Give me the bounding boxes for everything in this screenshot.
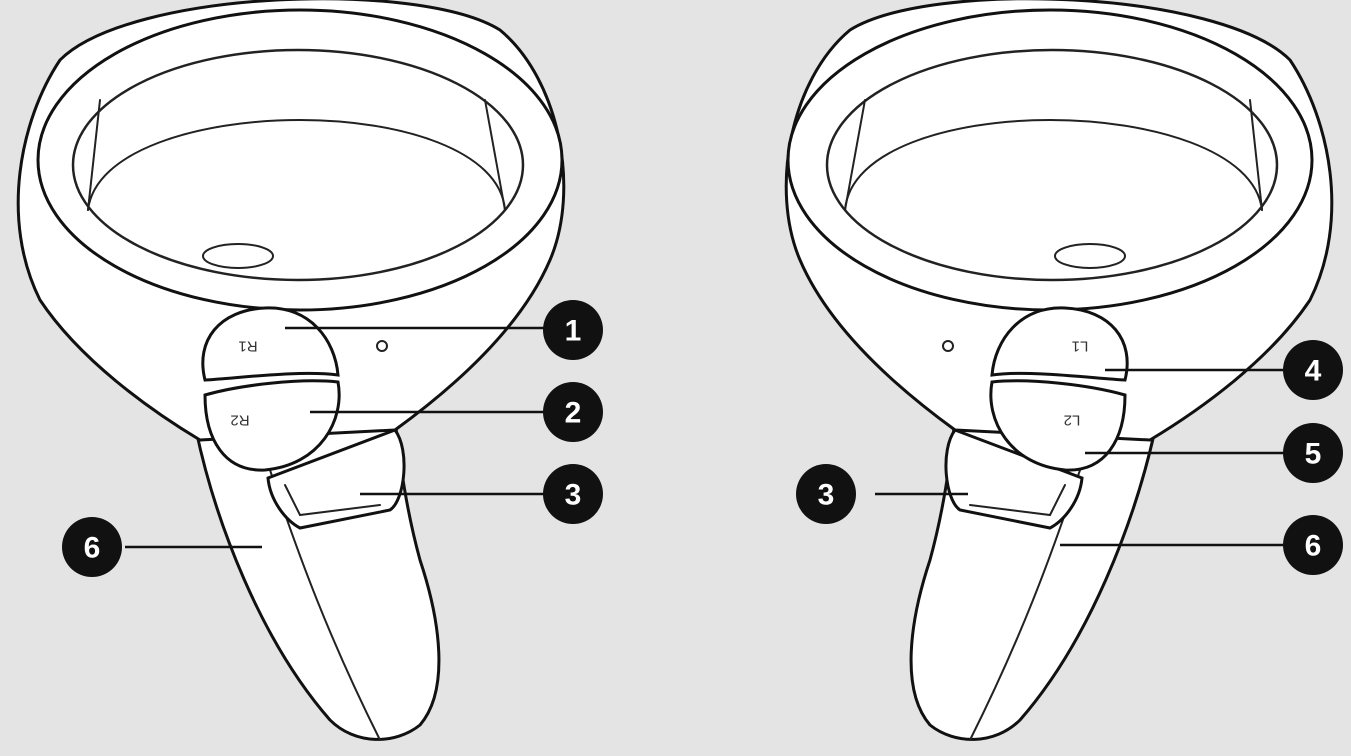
callout-6-left: 6 [1283,515,1343,575]
callout-5-number: 5 [1305,438,1322,471]
right-top-button-label: R1 [238,338,257,355]
left-tracking-ring-inner [825,48,1279,282]
left-top-button-label: L1 [1072,338,1089,355]
right-ring-nub [202,243,274,269]
left-trigger-window [969,484,1066,517]
left-sensor-dot [942,340,954,352]
callout-3-left-number: 3 [818,479,835,512]
right-bottom-button-label: R2 [230,412,249,429]
left-ring-edge-right [1249,99,1263,211]
left-controller-trigger[interactable] [944,428,1084,530]
callout-6-right: 6 [62,517,122,577]
right-tracking-ring-inner [71,48,525,282]
callout-3-right: 3 [543,464,603,524]
right-sensor-dot [376,340,388,352]
callout-4: 4 [1283,340,1343,400]
callout-4-number: 4 [1305,355,1322,388]
left-ring-rim [844,118,1263,211]
callout-6-right-number: 6 [84,532,101,565]
right-trigger-window [284,484,381,517]
left-controller-bottom-button[interactable]: L2 [989,379,1127,472]
left-controller-top-button[interactable]: L1 [990,306,1129,382]
right-ring-rim [87,118,506,211]
callout-5: 5 [1283,423,1343,483]
left-ring-nub [1054,243,1126,269]
callout-1: 1 [543,300,603,360]
callout-2-number: 2 [565,397,582,430]
callout-1-number: 1 [565,315,582,348]
right-controller-trigger[interactable] [266,428,406,530]
callout-3-right-number: 3 [565,479,582,512]
right-controller: R1 R2 [16,0,566,741]
callout-6-left-number: 6 [1305,530,1322,563]
right-ring-edge-left [87,99,101,211]
left-ring-edge-left [844,99,866,211]
right-ring-edge-right [484,99,506,211]
callout-3-left: 3 [796,464,856,524]
left-bottom-button-label: L2 [1064,412,1081,429]
leader-lines [125,326,1285,549]
left-controller: L1 L2 [784,0,1334,741]
right-controller-bottom-button[interactable]: R2 [203,379,341,472]
callout-2: 2 [543,382,603,442]
